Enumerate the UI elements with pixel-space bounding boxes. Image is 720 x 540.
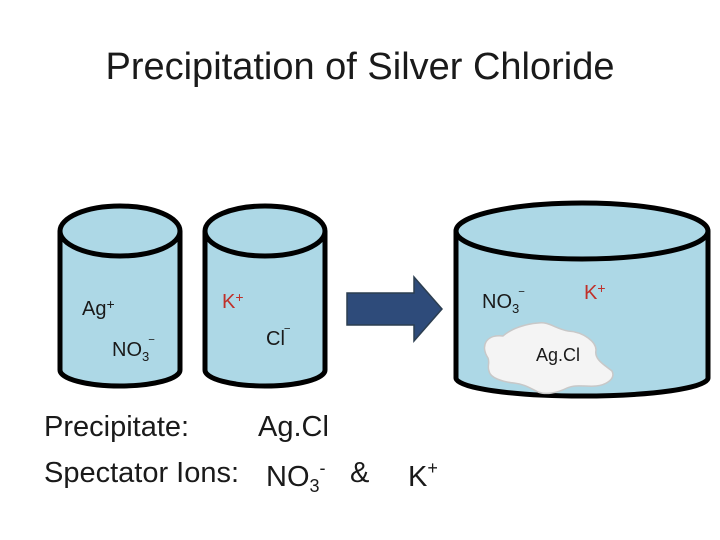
ion-chloride-symbol: Cl [266, 328, 285, 350]
spectator-ion-nitrate: NO3- [266, 459, 326, 495]
reaction-arrow-icon [346, 275, 443, 343]
ion-potassium-right-symbol: K [584, 282, 598, 304]
ion-silver-charge: + [106, 296, 115, 312]
spectator-nitrate-sub: 3 [309, 476, 320, 496]
spectator-caption: Spectator Ions: [44, 457, 240, 489]
ion-nitrate-right-base: NO [482, 291, 512, 313]
ion-potassium-left: K+ [222, 290, 244, 312]
precipitate-caption: Precipitate: [44, 411, 190, 443]
ion-potassium-right: K+ [584, 281, 606, 303]
spectator-ampersand: & [350, 457, 370, 489]
ion-nitrate-left: NO3‾ [112, 338, 154, 363]
spectator-ion-potassium: K+ [408, 459, 438, 492]
spectator-nitrate-charge: - [319, 458, 326, 478]
ion-potassium-left-symbol: K [222, 291, 236, 313]
spectator-potassium-charge: + [427, 458, 438, 478]
precipitate-value: Ag.Cl [258, 411, 329, 443]
ion-potassium-right-charge: + [597, 280, 606, 296]
ion-nitrate-left-base: NO [112, 339, 142, 361]
ion-nitrate-left-sub: 3 [142, 349, 150, 364]
precipitate-label: Ag.Cl [536, 345, 581, 365]
ion-nitrate-right-sub: 3 [512, 301, 520, 316]
ion-silver: Ag+ [82, 297, 115, 319]
ion-silver-symbol: Ag [82, 298, 107, 320]
beaker-potassium-chloride [202, 203, 328, 389]
precipitate-blob [483, 321, 614, 395]
ion-nitrate-right: NO3‾ [482, 290, 524, 315]
ion-nitrate-left-charge: ‾ [149, 337, 154, 353]
ion-nitrate-right-charge: ‾ [519, 289, 524, 305]
spectator-nitrate-base: NO [266, 461, 310, 493]
slide-title: Precipitation of Silver Chloride [105, 46, 615, 88]
ion-chloride: Cl‾ [266, 327, 290, 349]
beaker-silver-nitrate [57, 203, 183, 389]
ion-potassium-left-charge: + [235, 289, 244, 305]
ion-chloride-charge: ‾ [284, 326, 290, 342]
spectator-potassium-symbol: K [408, 461, 428, 493]
